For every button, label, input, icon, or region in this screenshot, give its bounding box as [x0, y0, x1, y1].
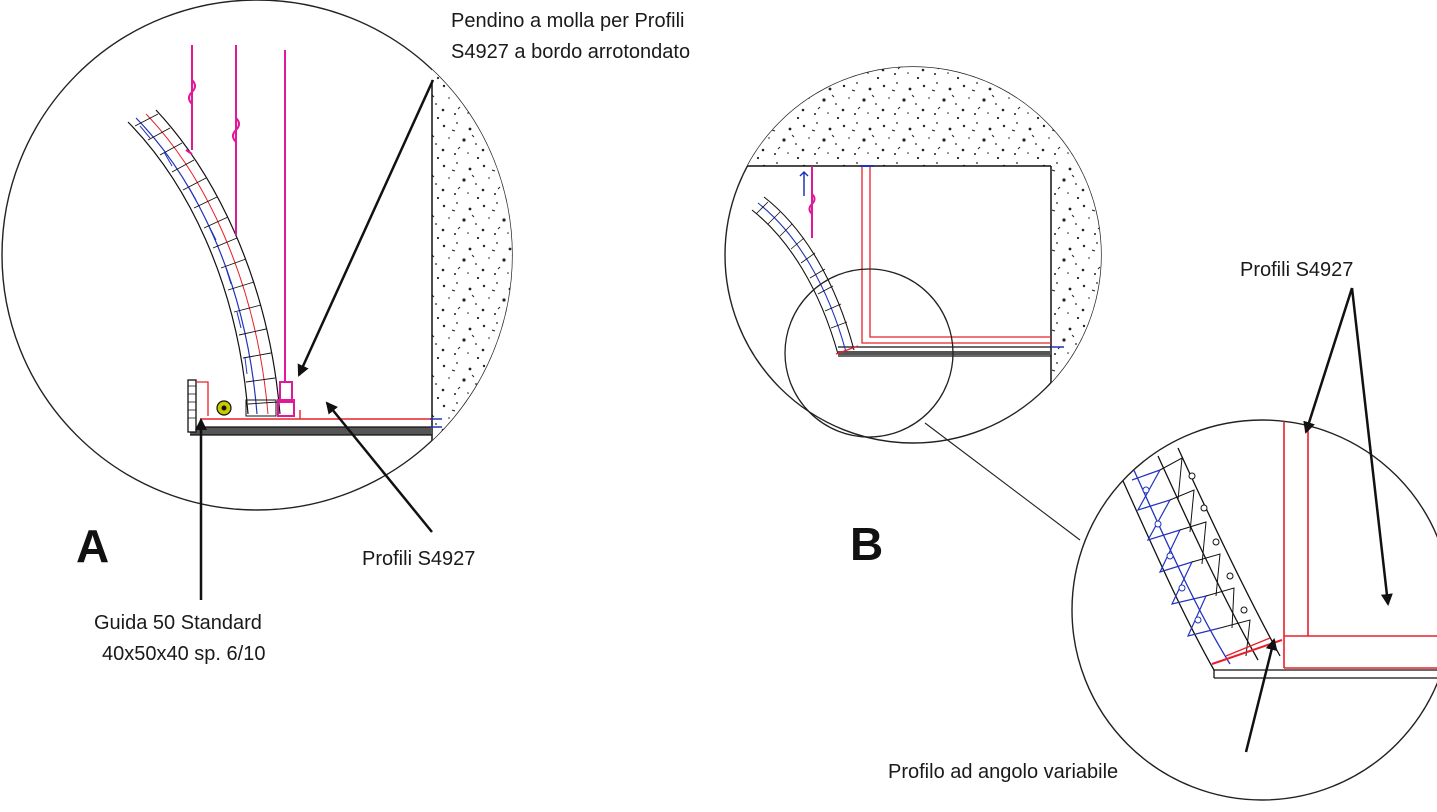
arrow-pendino	[297, 79, 435, 377]
detail-b: B	[724, 66, 1102, 570]
detail-a: A Pendino a molla per Profili S4927 a bo…	[1, 0, 690, 665]
label-pendino-line1: Pendino a molla per Profili	[451, 10, 684, 32]
detail-a-letter: A	[76, 520, 109, 572]
curved-panel-a	[127, 109, 281, 417]
arrow-profili-b-right	[1350, 287, 1393, 606]
label-pendino-line2: S4927 a bordo arrotondato	[451, 41, 690, 63]
label-guida-line1: Guida 50 Standard	[94, 612, 262, 634]
ceiling-slab-a	[190, 427, 432, 435]
detail-b-letter: B	[850, 518, 883, 570]
curved-panel-b	[751, 196, 859, 355]
guide-rail	[187, 379, 197, 433]
label-guida-line2: 40x50x40 sp. 6/10	[102, 643, 265, 665]
zoom-connector	[924, 422, 1081, 541]
spring-hangers-a	[185, 45, 295, 417]
label-profili-b: Profili S4927	[1240, 259, 1353, 281]
concrete-ceiling-b	[725, 67, 1101, 166]
concrete-wall-b	[1051, 166, 1101, 443]
arrow-profili-b-left	[1303, 287, 1354, 434]
detail-b-zoom-circle	[784, 268, 954, 438]
label-profili-a: Profili S4927	[362, 548, 475, 570]
concrete-wall-a	[432, 60, 512, 480]
detail-b-magnified: Profili S4927 Profilo ad angolo variabil…	[888, 259, 1437, 801]
label-profilo-angolo: Profilo ad angolo variabile	[888, 761, 1118, 783]
arrow-profili-a	[325, 401, 433, 533]
magnified-circle	[1071, 419, 1437, 801]
arrow-profilo-angolo	[1244, 638, 1278, 753]
